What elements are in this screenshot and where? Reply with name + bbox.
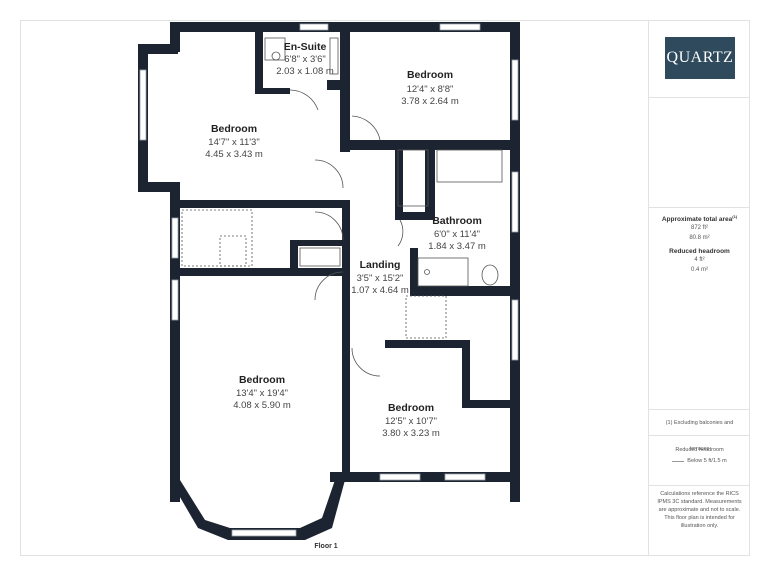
svg-text:Bedroom: Bedroom [211,123,257,135]
reduced-headroom-title: Reduced headroom [669,248,730,256]
svg-text:3'5" x 15'2": 3'5" x 15'2" [357,273,404,284]
room-bedroom-top-right: Bedroom 12'4" x 8'8" 3.78 x 2.64 m [401,69,459,107]
area-title-text: Approximate total area [661,216,733,224]
svg-text:En-Suite: En-Suite [284,41,327,53]
disclaimer: Calculations reference the RICS IPMS 3C … [657,491,742,529]
area-section: Approximate total area(1) 872 ft² 80.8 m… [649,207,750,275]
svg-text:4.45 x 3.43 m: 4.45 x 3.43 m [205,149,263,160]
svg-text:6'0" x 11'4": 6'0" x 11'4" [434,229,480,240]
svg-text:4.08 x 5.90 m: 4.08 x 5.90 m [233,400,291,411]
legend-section: Reduced headroom Below 5 ft/1.5 m [649,435,750,496]
svg-text:12'5" x 10'7": 12'5" x 10'7" [385,416,437,427]
panel-spacer [649,97,750,208]
room-bedroom-bottom-left: Bedroom 13'4" x 19'4" 4.08 x 5.90 m [233,374,291,411]
svg-text:Bathroom: Bathroom [432,215,482,227]
svg-text:14'7" x 11'3": 14'7" x 11'3" [208,137,259,148]
svg-text:1.84 x 3.47 m: 1.84 x 3.47 m [428,241,486,252]
room-bedroom-top-left: Bedroom 14'7" x 11'3" 4.45 x 3.43 m [205,123,263,160]
svg-text:Bedroom: Bedroom [407,69,453,81]
area-title: Approximate total area(1) [649,214,750,223]
legend-line-icon [672,460,685,462]
room-labels: En-Suite 6'8" x 3'6" 2.03 x 1.08 m Bedro… [205,41,486,439]
footnote-section: (1) Excluding balconies and terraces [649,409,750,452]
legend-row: Below 5 ft/1.5 m [649,458,750,464]
room-landing: Landing 3'5" x 15'2" 1.07 x 4.64 m [351,259,409,296]
reduced-ft: 4 ft² [694,257,705,264]
fixtures [181,37,503,377]
svg-text:3.78 x 2.64 m: 3.78 x 2.64 m [401,96,459,107]
svg-text:6'8" x 3'6": 6'8" x 3'6" [284,54,326,65]
svg-text:Landing: Landing [360,259,401,271]
area-m: 80.8 m² [689,235,710,242]
legend-item: Below 5 ft/1.5 m [687,458,727,464]
disclaimer-section: Calculations reference the RICS IPMS 3C … [649,485,750,530]
svg-text:12'4" x 8'8": 12'4" x 8'8" [407,84,454,95]
floor-label: Floor 1 [314,543,337,550]
area-ft: 872 ft² [690,225,708,232]
area-title-sup: (1) [732,214,738,219]
svg-text:3.80 x 3.23 m: 3.80 x 3.23 m [382,428,440,439]
svg-text:2.03 x 1.08 m: 2.03 x 1.08 m [276,66,334,77]
reduced-m: 0.4 m² [690,267,708,274]
brand-logo: QUARTZ [665,37,735,79]
svg-text:1.07 x 4.64 m: 1.07 x 4.64 m [351,285,409,296]
svg-text:13'4" x 19'4": 13'4" x 19'4" [236,388,288,399]
room-bedroom-bottom-right: Bedroom 12'5" x 10'7" 3.80 x 3.23 m [382,402,440,439]
legend-title: Reduced headroom [675,447,724,453]
windows [139,23,519,537]
svg-text:Bedroom: Bedroom [388,402,434,414]
svg-text:Bedroom: Bedroom [239,374,285,386]
footnote: (1) Excluding balconies and terraces [665,420,734,452]
info-panel: QUARTZ Approximate total area(1) 872 ft²… [648,21,750,555]
room-bathroom: Bathroom 6'0" x 11'4" 1.84 x 3.47 m [428,215,486,252]
room-en-suite: En-Suite 6'8" x 3'6" 2.03 x 1.08 m [276,41,334,77]
walls [138,22,520,540]
